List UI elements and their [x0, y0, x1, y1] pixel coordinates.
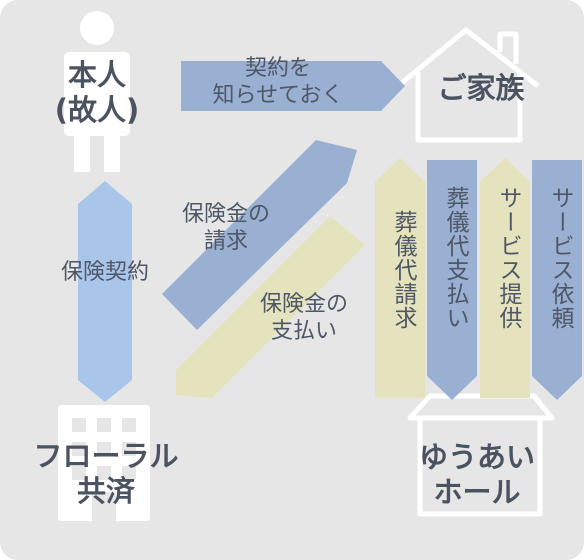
notify-label-line1: 契約を: [244, 56, 311, 81]
notify-label: 契約を 知らせておく: [194, 56, 362, 110]
insurance-payment-label: 保険金の 支払い: [244, 292, 364, 346]
person-label-line1: 本人: [67, 58, 126, 92]
notify-arrow: [181, 61, 405, 111]
floral-label: フローラル 共済: [14, 439, 198, 510]
hall-label-line1: ゆうあい: [418, 440, 535, 474]
service-provision-label: サービス提供: [495, 186, 521, 330]
floral-label-line1: フローラル: [33, 439, 179, 473]
funeral-bill-arrow: [375, 158, 425, 398]
house-icon: [396, 27, 540, 143]
hall-building-icon: [407, 393, 555, 517]
person-label: 本人 (故人): [42, 58, 152, 129]
insurance-claim-arrow: [162, 140, 357, 330]
floral-label-line2: 共済: [76, 474, 135, 509]
insurance-claim-label: 保険金の 請求: [170, 202, 282, 256]
insurance-payment-label-line1: 保険金の: [259, 292, 348, 317]
family-label: ご家族: [437, 71, 525, 105]
service-request-arrow: [532, 160, 582, 400]
office-building-icon: [58, 405, 150, 521]
insurance-contract-arrow: [78, 181, 132, 402]
hall-label-line2: ホール: [433, 475, 521, 510]
notify-label-line2: 知らせておく: [212, 82, 344, 108]
person-icon: [64, 11, 130, 172]
hall-label: ゆうあい ホール: [402, 440, 552, 511]
insurance-claim-label-line2: 請求: [203, 228, 248, 254]
insurance-contract-label: 保険契約: [60, 260, 149, 285]
funeral-bill-label: 葬儀代請求: [390, 210, 416, 330]
funeral-payment-label: 葬儀代支払い: [442, 186, 468, 330]
funeral-payment-arrow: [427, 160, 477, 400]
service-provision-arrow: [480, 158, 530, 398]
person-label-line2: (故人): [54, 93, 140, 128]
service-request-label: サービス依頼: [547, 186, 573, 330]
insurance-payment-arrow: [176, 216, 365, 398]
insurance-payment-label-line2: 支払い: [270, 318, 337, 344]
insurance-claim-label-line1: 保険金の: [181, 202, 270, 227]
